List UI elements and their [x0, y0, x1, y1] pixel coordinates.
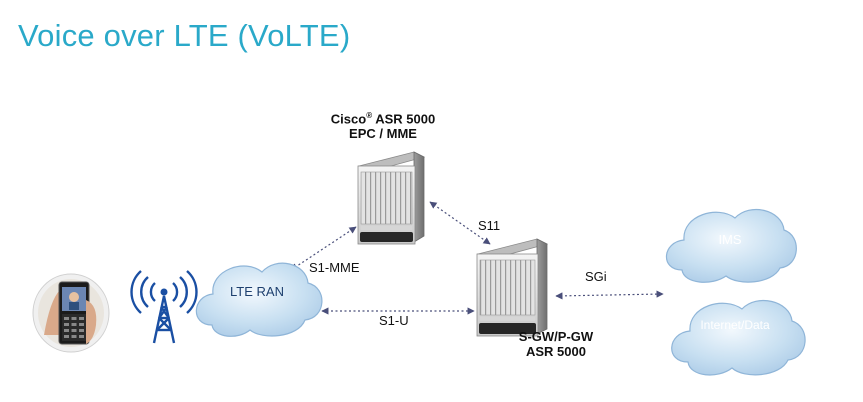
- s11-link: [429, 201, 491, 245]
- page-title: Voice over LTE (VoLTE): [18, 18, 351, 53]
- gateway-model: ASR 5000: [526, 344, 586, 359]
- mme-registered-mark: ®: [366, 111, 373, 120]
- internet-data-cloud: [671, 299, 806, 376]
- mme-role: EPC / MME: [349, 126, 417, 142]
- sgi-label: SGi: [585, 269, 607, 284]
- s11-label: S11: [478, 218, 501, 233]
- lte-ran-label: LTE RAN: [230, 284, 284, 299]
- ims-cloud: [665, 208, 797, 283]
- lte-ran-cloud: [195, 262, 323, 337]
- gateway-role: S-GW/P-GW: [518, 329, 594, 344]
- s1-u-label: S1-U: [379, 313, 409, 328]
- gateway-caption: S-GW/P-GW ASR 5000: [500, 329, 612, 359]
- s1-mme-link: [290, 226, 357, 271]
- cell-tower-icon: [130, 270, 198, 344]
- sgi-link: [555, 290, 664, 300]
- s1-mme-label: S1-MME: [309, 260, 360, 275]
- gateway-chassis-icon: [476, 238, 549, 337]
- mme-caption: Cisco® ASR 5000 EPC / MME: [318, 108, 448, 141]
- links: [290, 201, 664, 315]
- mme-chassis-icon: [357, 151, 426, 245]
- mobile-phone-icon: [32, 273, 110, 353]
- ims-label: IMS: [718, 232, 742, 247]
- mme-model: ASR 5000: [375, 111, 436, 127]
- internet-data-label: Internet/Data: [700, 318, 770, 332]
- mme-brand: Cisco: [330, 111, 367, 127]
